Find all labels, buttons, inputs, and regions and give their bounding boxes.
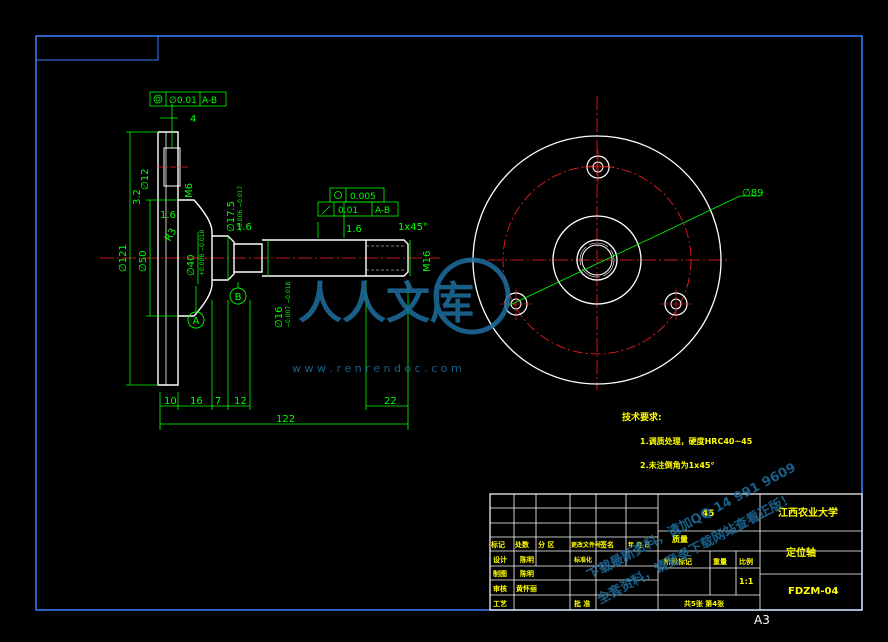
dim-d17-5-tol: −0.006 −0.017	[237, 186, 244, 232]
dimension-texts: 4 ∅12 3.2 M6 R3 ∅121 ∅50 ∅40 +0.008 −0.0…	[118, 114, 763, 425]
shaft-main	[262, 239, 367, 277]
watermark-site: w w w . r e n r e n d o c . c o m	[292, 362, 462, 375]
dim-m16: M16	[422, 251, 433, 272]
watermark-group: 人人文库 w w w . r e n r e n d o c . c o m 下…	[292, 257, 799, 608]
stage-mark: 阶段标记	[664, 557, 692, 566]
hub-circle	[552, 215, 642, 305]
bolt-circle	[502, 165, 692, 355]
concentricity-icon	[153, 94, 163, 104]
hdr-doc: 更改文件号	[571, 541, 601, 549]
name-draw: 陈明	[520, 569, 534, 578]
dim-d40-tol: +0.008 −0.018	[199, 230, 206, 276]
watermark-logo-text: 人人文库	[298, 278, 474, 329]
sheet-corner-box	[35, 35, 159, 61]
dim-r3: R3	[163, 226, 179, 243]
hdr-sign: 签名	[599, 540, 614, 549]
dim-d16-tol: −0.007 −0.018	[285, 282, 292, 328]
runout-icon	[321, 205, 331, 215]
dim-d17-5: ∅17.5	[226, 201, 237, 232]
scale-value: 1:1	[739, 577, 754, 586]
weight-label: 重量	[713, 557, 727, 566]
tol-mid-flat: 0.005	[350, 192, 376, 202]
d89-leader	[507, 195, 741, 307]
tol-mid-datum: A-B	[375, 206, 390, 216]
dim-d16: ∅16	[274, 307, 285, 328]
cylindricity-icon	[334, 191, 342, 199]
standardized: 标准化	[573, 556, 592, 564]
dim-d89: ∅89	[742, 188, 763, 199]
name-design: 陈明	[520, 555, 534, 564]
dim-12: 12	[234, 396, 247, 407]
tolerance-frame-mid: 0.005 0.01 A-B	[317, 187, 399, 217]
tech-line-1: 1.调质处理，硬度HRC40~45	[640, 436, 753, 446]
dim-10: 10	[164, 396, 177, 407]
approved: 批 准	[574, 599, 590, 608]
name-review: 黄怀丽	[516, 584, 537, 593]
dim-4: 4	[190, 114, 196, 125]
tolerance-frame-top: ∅0.01 A-B	[149, 91, 227, 107]
datum-b: B	[235, 292, 242, 303]
roughness-3: 1.6	[346, 224, 362, 235]
dim-m6: M6	[184, 183, 195, 198]
watermark-logo-ring	[433, 257, 511, 335]
dim-3-2: 3.2	[132, 189, 143, 205]
tech-notes: 技术要求: 1.调质处理，硬度HRC40~45 2.未注倒角为1x45°	[622, 411, 753, 470]
tol-mid-runout: 0.01	[338, 206, 358, 216]
roughness-1: 1.6	[160, 210, 176, 221]
tech-line-2: 2.未注倒角为1x45°	[640, 460, 714, 470]
dim-7: 7	[215, 396, 221, 407]
sheet-border	[35, 35, 863, 611]
shaft-side-view	[100, 131, 440, 386]
role-review: 审核	[493, 584, 507, 593]
shaft-d16	[234, 243, 263, 273]
flange-outline	[157, 131, 179, 386]
tol-top-value: ∅0.01	[169, 96, 197, 106]
dim-d50: ∅50	[138, 251, 149, 272]
dim-122: 122	[276, 414, 295, 425]
sheet-size-label: A3	[754, 613, 770, 627]
dim-16: 16	[190, 396, 203, 407]
shaft-front-view	[466, 96, 760, 390]
datum-a-circle	[187, 311, 205, 329]
shaft-circle-inner	[581, 244, 613, 276]
drawing-number: FDZM-04	[788, 586, 838, 597]
tech-title: 技术要求:	[622, 411, 662, 423]
hdr-mark: 标记	[490, 540, 505, 549]
journal-section	[212, 235, 235, 281]
dim-1x45: 1x45°	[398, 222, 428, 233]
sheets: 共5张 第4张	[684, 599, 725, 608]
scale-label: 比例	[739, 557, 753, 566]
datum-markers: A B	[187, 282, 247, 329]
mass-label: 质量	[672, 534, 688, 544]
hdr-date: 年 月 日	[628, 541, 650, 549]
hdr-count: 处数	[514, 540, 530, 549]
datum-a: A	[193, 316, 200, 327]
dim-d12: ∅12	[140, 169, 151, 190]
part-name: 定位轴	[786, 546, 816, 559]
shaft-circle-outer	[576, 239, 618, 281]
roughness-2: 1.6	[236, 222, 252, 233]
dimension-lines	[126, 104, 411, 430]
school-name: 江西农业大学	[778, 506, 838, 519]
tol-top-datum: A-B	[202, 96, 217, 106]
role-process: 工艺	[493, 599, 507, 608]
role-draw: 制图	[493, 569, 507, 578]
material: 45	[702, 509, 715, 519]
datum-b-circle	[229, 287, 247, 305]
dim-d40: ∅40	[186, 255, 197, 276]
dim-d121: ∅121	[118, 244, 129, 272]
dim-22: 22	[384, 396, 397, 407]
threaded-end	[366, 239, 409, 277]
role-design: 设计	[493, 555, 507, 564]
thread-circle	[579, 242, 615, 278]
hub-outline	[178, 199, 213, 317]
hdr-zone: 分 区	[538, 540, 554, 549]
title-block: 标记 处数 分 区 更改文件号 签名 年 月 日 设计 制图 审核 工艺 陈明 …	[489, 493, 863, 611]
